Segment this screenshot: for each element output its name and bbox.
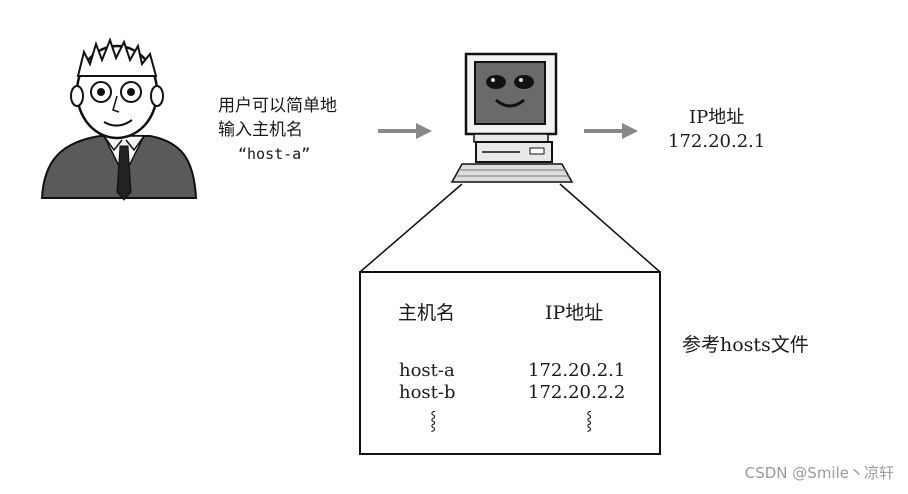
resolved-ip: IP地址 172.20.2.1	[668, 106, 765, 154]
resolved-ip-value: 172.20.2.1	[668, 131, 766, 152]
resolved-ip-label: IP地址	[689, 107, 745, 128]
hosts-row-1-ip: 172.20.2.1	[528, 360, 626, 381]
hosts-file-box	[359, 271, 661, 455]
hosts-file-reference-note: 参考hosts文件	[682, 334, 809, 356]
hosts-ip-continuation: ⸾	[586, 410, 593, 431]
user-note-hostname: “host-a”	[238, 145, 311, 163]
hosts-header-ip: IP地址	[545, 302, 604, 324]
output-arrow	[584, 123, 638, 139]
hosts-row-2-ip: 172.20.2.2	[528, 382, 626, 403]
user-icon	[40, 37, 198, 201]
computer-icon	[450, 52, 574, 183]
hosts-host-continuation: ⸾	[430, 410, 437, 431]
input-arrow	[378, 123, 432, 139]
hosts-row-2-host: host-b	[399, 382, 456, 403]
zoom-lines	[359, 183, 661, 273]
user-note-line2: 输入主机名	[218, 120, 303, 140]
hosts-row-1-host: host-a	[399, 360, 455, 381]
user-input-note: 用户可以简单地 输入主机名 “host-a”	[218, 94, 337, 166]
user-note-line1: 用户可以简单地	[218, 96, 337, 116]
hosts-header-hostname: 主机名	[398, 302, 456, 324]
watermark: CSDN @Smile丶凉轩	[744, 464, 894, 482]
